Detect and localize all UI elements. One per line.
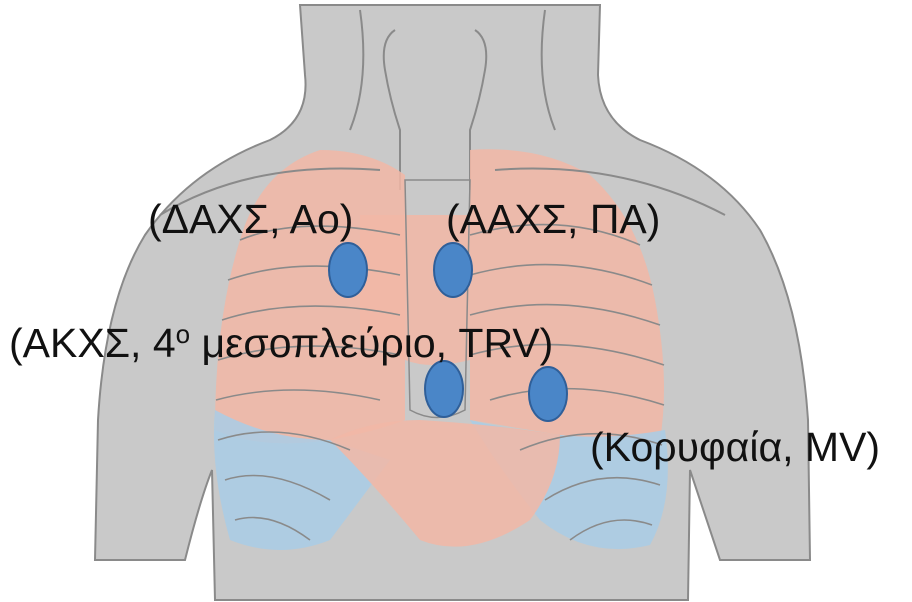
tricuspid-marker (425, 361, 463, 417)
pulmonic-area-label: (ΑΑΧΣ, ΠΑ) (446, 199, 660, 240)
tricuspid-area-label: (ΑΚΧΣ, 4ο μεσοπλεύριο, TRV) (9, 323, 553, 364)
aortic-area-label: (ΔΑΧΣ, Αο) (148, 199, 353, 240)
mitral-marker (529, 367, 567, 421)
tricuspid-label-suffix: μεσοπλεύριο, TRV) (190, 320, 553, 366)
aortic-marker (329, 243, 367, 297)
pulmonic-marker (434, 243, 472, 297)
tricuspid-label-ordinal: ο (176, 319, 190, 349)
tricuspid-label-prefix: (ΑΚΧΣ, 4 (9, 320, 176, 366)
mitral-area-label: (Κορυφαία, MV) (590, 427, 880, 468)
